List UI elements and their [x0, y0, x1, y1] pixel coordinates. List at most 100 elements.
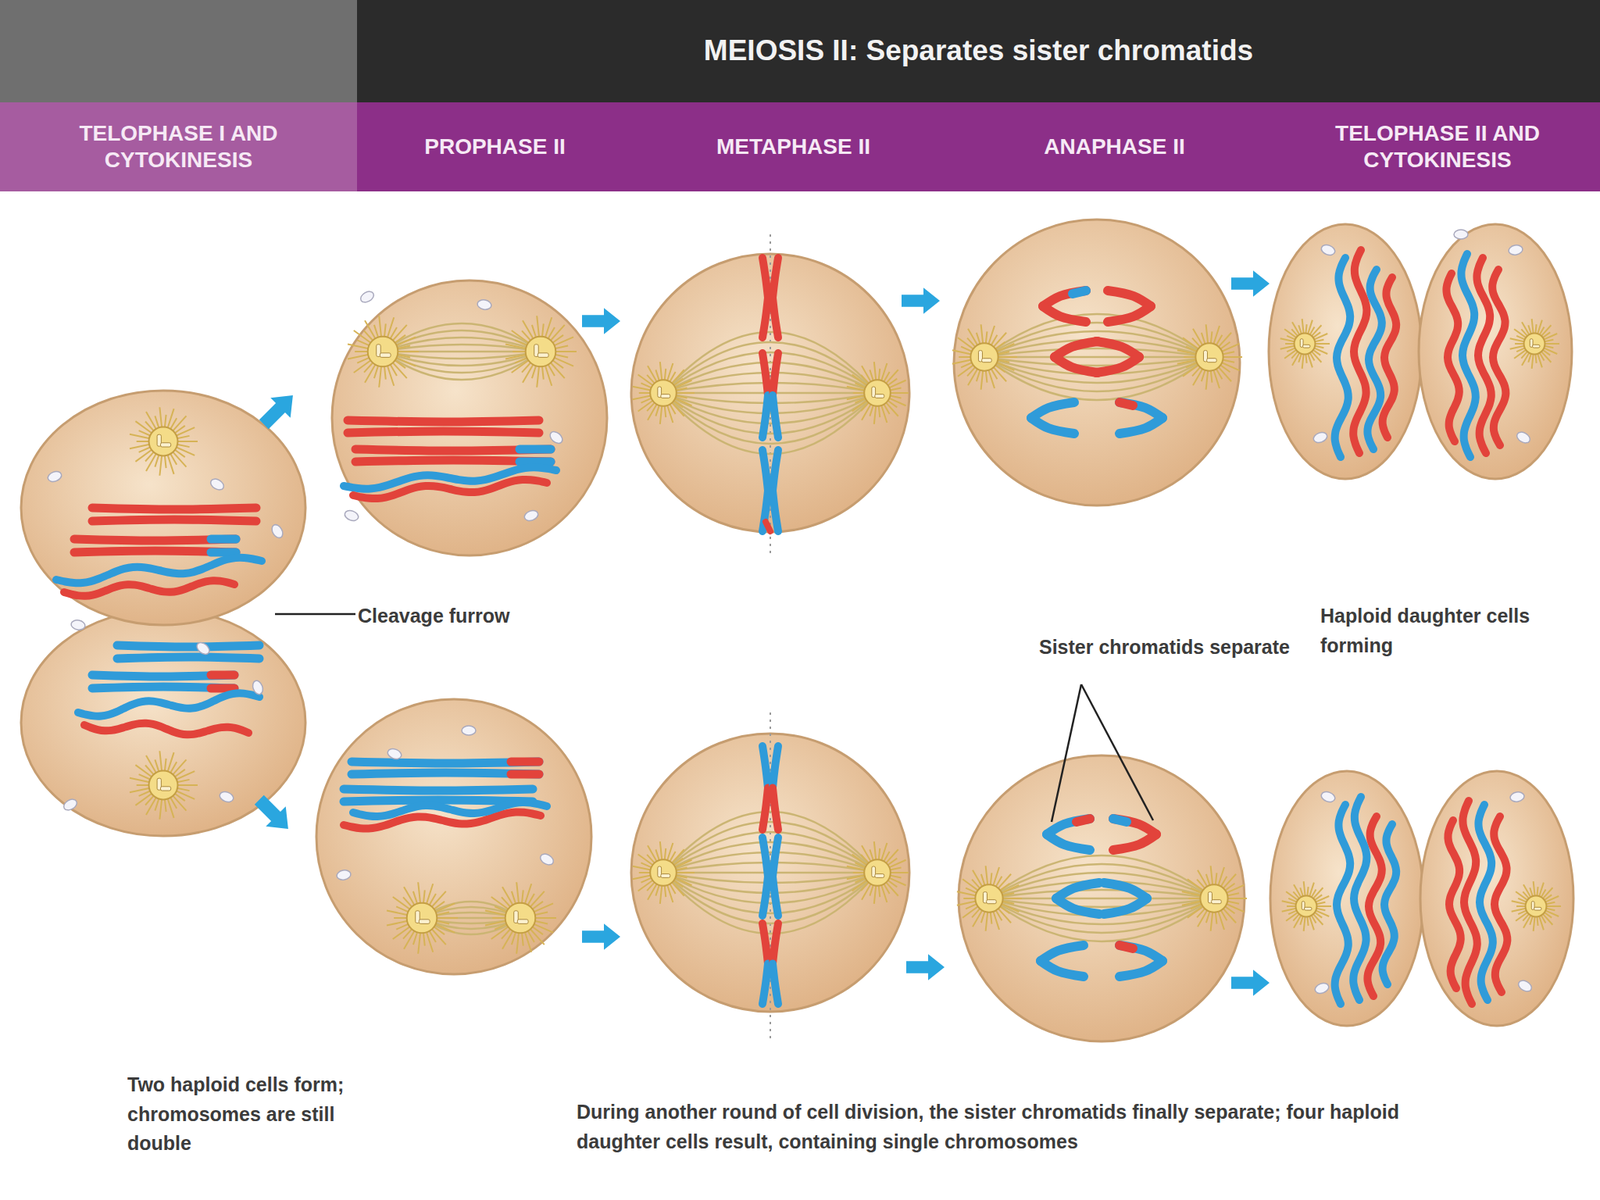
- centrosome-aster: [386, 882, 458, 954]
- spindle-fibers: [984, 314, 1210, 400]
- vesicle: [1509, 791, 1525, 804]
- centrosome-aster: [1200, 884, 1228, 912]
- centrosome-aster: [846, 361, 909, 425]
- centrosome-aster: [660, 874, 671, 879]
- vesicle: [194, 640, 212, 658]
- chromatid: [347, 431, 540, 433]
- chromatid: [772, 837, 779, 877]
- centrosome-aster: [347, 353, 371, 359]
- chromatid: [1460, 253, 1475, 458]
- centrosome-aster: [673, 380, 693, 390]
- caption-note: During another round of cell division, t…: [576, 1097, 1468, 1157]
- centrosome-aster: [167, 796, 175, 818]
- centrosome-aster: [1524, 333, 1546, 355]
- centrosome-aster: [378, 315, 382, 340]
- chromatid: [78, 692, 260, 716]
- stage-band: TELOPHASE II AND CYTOKINESIS: [1275, 102, 1600, 192]
- centrosome-aster: [524, 929, 532, 952]
- vesicle: [1319, 242, 1336, 257]
- vesicle: [476, 299, 493, 311]
- centrosome-aster: [174, 427, 195, 437]
- spindle-fibers: [989, 898, 1215, 916]
- centrosome-aster: [175, 440, 198, 443]
- centrosome-aster: [660, 394, 671, 399]
- section-heading: MEIOSIS II: Separates sister chromatids: [703, 33, 1254, 68]
- spindle-fibers: [984, 357, 1210, 400]
- centrosome-aster: [650, 379, 677, 407]
- centrosome-aster: [537, 353, 549, 358]
- centrosome-aster: [386, 920, 410, 925]
- chromatid: [355, 460, 551, 462]
- vesicle: [208, 476, 226, 492]
- chromatid: [762, 923, 768, 965]
- centrosome-aster: [502, 886, 515, 908]
- centrosome-aster: [149, 771, 179, 800]
- chromatid: [762, 450, 768, 491]
- chromatid: [1493, 816, 1508, 993]
- chromatid: [762, 788, 768, 831]
- spindle-fibers: [382, 337, 541, 352]
- chromatid: [510, 770, 540, 779]
- spindle-fibers: [382, 350, 541, 354]
- centrosome-aster: [129, 443, 152, 449]
- callout-label: Cleavage furrow: [357, 601, 515, 632]
- chromatid: [1056, 898, 1100, 915]
- centrosome-aster: [874, 883, 877, 904]
- chromatid: [762, 395, 768, 438]
- centrosome-aster: [1219, 343, 1240, 353]
- cell-membrane: [1420, 771, 1574, 1026]
- centrosome-aster: [1195, 342, 1223, 371]
- centrosome-aster: [425, 929, 433, 952]
- centrosome-aster: [159, 453, 162, 475]
- centrosome-aster: [970, 342, 998, 371]
- centrosome-aster: [536, 315, 540, 340]
- chromatid: [762, 746, 768, 789]
- centrosome-aster: [975, 884, 1003, 912]
- cell-membrane: [631, 253, 910, 533]
- chromatid: [1076, 818, 1090, 822]
- centrosome-aster: [417, 930, 421, 954]
- centrosome-aster: [846, 841, 909, 904]
- centrosome-aster: [485, 882, 557, 954]
- spindle-fibers: [989, 898, 1215, 908]
- centrosome-aster: [417, 882, 421, 906]
- header-corner: [0, 0, 358, 103]
- leader-line: [1051, 684, 1082, 822]
- chromatid: [1119, 960, 1163, 977]
- chromatid: [1054, 357, 1098, 373]
- process-arrow: [249, 789, 299, 840]
- spindle-fibers: [382, 330, 541, 352]
- chromatid: [772, 395, 779, 438]
- chromatid: [351, 772, 540, 775]
- spindle-fibers: [989, 889, 1215, 899]
- centrosome-aster: [1294, 333, 1316, 355]
- centrosome-aster: [632, 361, 695, 425]
- vesicle: [1516, 978, 1534, 993]
- chromatid: [1119, 402, 1133, 406]
- stage-band: TELOPHASE I AND CYTOKINESIS: [0, 102, 358, 192]
- chromatid: [1462, 800, 1477, 1004]
- centrosome-aster: [129, 407, 198, 476]
- chromatid: [117, 657, 260, 659]
- centrosome-aster: [1192, 328, 1204, 348]
- chromatid: [1042, 306, 1086, 322]
- centrosome-aster: [887, 860, 907, 869]
- leader-line: [1081, 684, 1154, 821]
- chromatid: [1040, 960, 1084, 977]
- centrosome-aster: [660, 841, 663, 862]
- cell-membrane: [1418, 224, 1572, 479]
- centrosome-aster: [632, 841, 695, 904]
- chromatid: [1096, 357, 1140, 373]
- centrosome-aster: [1211, 900, 1222, 904]
- chromatid: [210, 535, 236, 544]
- centrosome-aster: [888, 392, 909, 394]
- chromatid: [1335, 804, 1351, 1004]
- chromatid: [765, 521, 771, 532]
- chromatid: [1447, 820, 1461, 989]
- vesicle: [342, 508, 360, 522]
- centrosome-aster: [1213, 325, 1220, 347]
- centrosome-aster: [1302, 344, 1311, 348]
- centrosome-aster: [367, 336, 399, 368]
- centrosome-aster: [981, 368, 984, 390]
- centrosome-aster: [433, 903, 455, 913]
